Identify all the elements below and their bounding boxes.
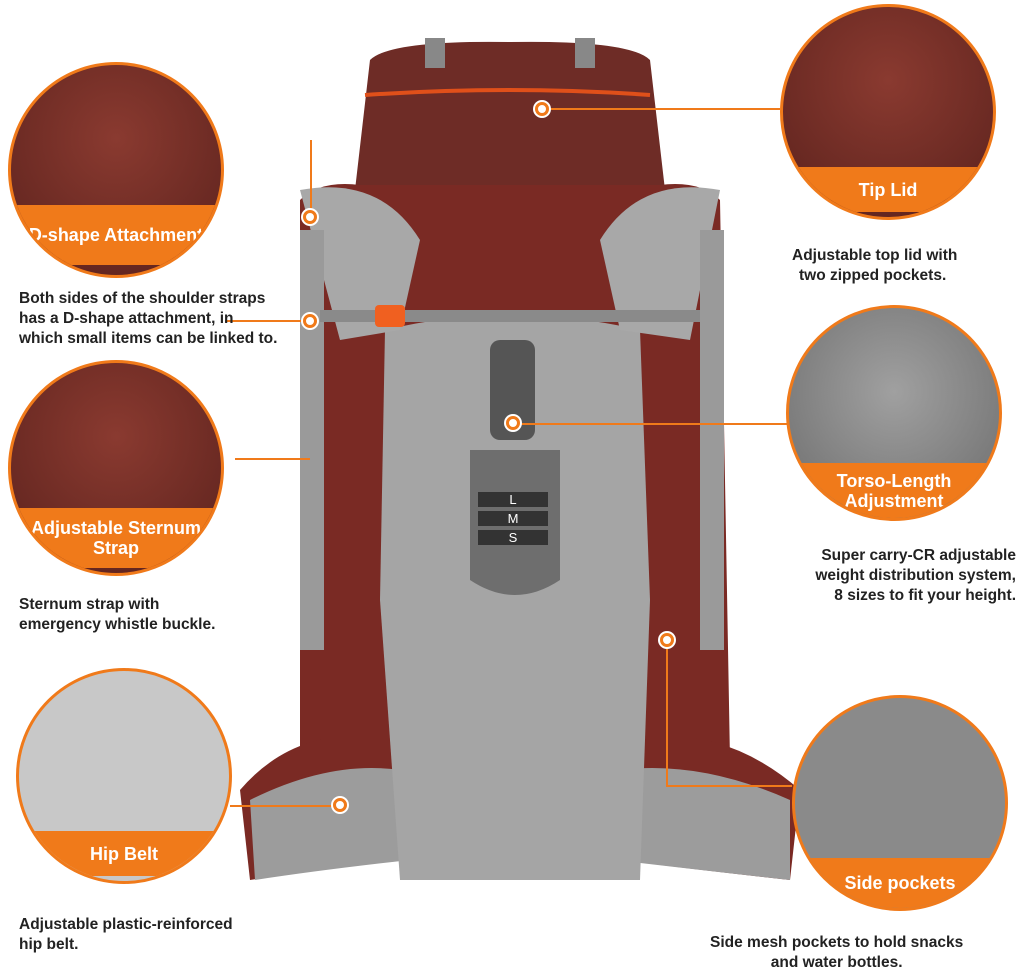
size-m: M (478, 511, 548, 526)
detail-side-pockets: Side pockets (792, 695, 1008, 911)
size-l: L (478, 492, 548, 507)
hotspot-side-pocket[interactable] (660, 633, 674, 647)
feature-label: Side pockets (795, 858, 1005, 908)
detail-d-shape: D-shape Attachment (8, 62, 224, 278)
callout-line (520, 423, 788, 425)
feature-label: Tip Lid (783, 167, 993, 212)
callout-line (235, 458, 310, 460)
callout-line (666, 785, 792, 787)
hotspot-sternum[interactable] (303, 314, 317, 328)
hotspot-tip-lid[interactable] (535, 102, 549, 116)
callout-line (230, 805, 340, 807)
feature-label: D-shape Attachment (11, 205, 221, 265)
callout-line (225, 320, 310, 322)
callout-line (550, 108, 780, 110)
size-s: S (478, 530, 548, 545)
detail-tip-lid: Tip Lid (780, 4, 996, 220)
callout-line (666, 645, 668, 785)
detail-sternum-strap: Adjustable Sternum Strap (8, 360, 224, 576)
hotspot-torso[interactable] (506, 416, 520, 430)
torso-size-labels: L M S (478, 488, 548, 549)
hotspot-hip-belt[interactable] (333, 798, 347, 812)
feature-label: Torso-Length Adjustment (789, 463, 999, 518)
feature-label: Hip Belt (19, 831, 229, 876)
hotspot-d-shape[interactable] (303, 210, 317, 224)
detail-torso-length: Torso-Length Adjustment (786, 305, 1002, 521)
detail-hip-belt: Hip Belt (16, 668, 232, 884)
feature-label: Adjustable Sternum Strap (11, 508, 221, 568)
callout-line (310, 140, 312, 220)
